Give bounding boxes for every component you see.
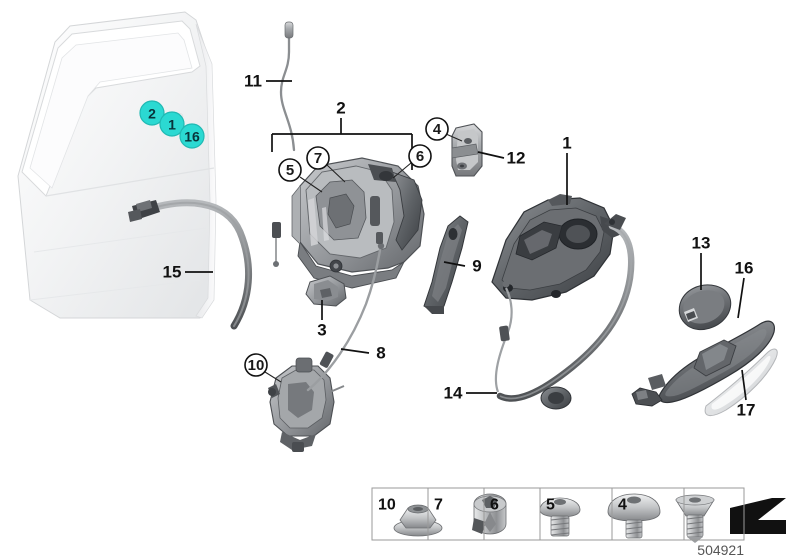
legend-number-10: 10: [378, 497, 396, 514]
part-3-lock-cover-cap: [305, 275, 347, 307]
callout-circle-bg: [306, 146, 330, 170]
legend-numbers: 10 7 6 5 4: [378, 497, 627, 514]
callout-label-1: 1: [562, 134, 571, 153]
highlight-circle-number: 1: [168, 117, 176, 133]
callout-label-2: 2: [336, 99, 345, 118]
part-1-door-handle-carrier: [491, 194, 622, 301]
legend-number-6: 6: [490, 497, 499, 514]
highlighted-callout-1[interactable]: 1: [159, 111, 185, 137]
highlighted-callouts: 21 16: [139, 100, 205, 149]
callout-label-3: 3: [317, 321, 326, 340]
callout-label-11: 11: [244, 72, 262, 91]
part-16-outer-door-handle: [631, 320, 775, 407]
legend-number-5: 5: [546, 497, 555, 514]
part-14-bowden-cable: [494, 214, 635, 410]
legend-number-7: 7: [434, 497, 443, 514]
part-12-striker-plate: [451, 123, 483, 177]
leader-line-9: [443, 261, 466, 267]
leader-line-circled-6: [392, 162, 412, 179]
part-15-wiring-harness-cable: [128, 199, 252, 330]
leader-line-circled-7: [326, 164, 346, 183]
legend-number-4: 4: [618, 497, 627, 514]
leader-lines: [185, 80, 747, 401]
fastener-dome-head-screw: [607, 493, 661, 539]
callout-label-16: 16: [735, 259, 754, 278]
callout-circle-bg: [408, 144, 432, 168]
callout-circle-7: 7: [306, 146, 330, 170]
callout-circle-bg: [244, 353, 268, 377]
highlighted-callout-16[interactable]: 16: [179, 123, 205, 149]
part-11-locking-knob-rod: [279, 21, 296, 152]
part-8-operating-rod: [306, 232, 385, 392]
callout-label-14: 14: [444, 384, 463, 403]
callout-circle-number: 10: [248, 357, 265, 374]
callout-label-12: 12: [507, 149, 526, 168]
callout-label-9: 9: [472, 257, 481, 276]
leader-line-16: [737, 277, 745, 319]
callout-circle-bg: [425, 117, 449, 141]
callout-circle-number: 4: [433, 121, 442, 138]
callout-circle-10: 10: [244, 353, 268, 377]
part-2-door-lock-assembly: [291, 157, 425, 289]
circled-leader-lines: [264, 133, 463, 383]
fastener-countersunk-screw: [675, 494, 715, 543]
callout-circle-4: 4: [425, 117, 449, 141]
highlight-circle-bg: [179, 123, 205, 149]
callout-label-8: 8: [376, 344, 385, 363]
highlight-circle-number: 16: [184, 129, 200, 145]
callout-circle-5: 5: [278, 158, 302, 182]
highlight-circle-bg: [159, 111, 185, 137]
leader-line-circled-10: [264, 371, 282, 383]
leader-line-circled-5: [299, 176, 323, 193]
callout-circle-bg: [278, 158, 302, 182]
rear-door-shell: [17, 11, 217, 319]
highlight-circle-bg: [139, 100, 165, 126]
highlighted-callout-2[interactable]: 2: [139, 100, 165, 126]
part-5-screw-target: [272, 222, 281, 267]
leader-line-17: [741, 369, 747, 401]
callout-label-13: 13: [692, 234, 711, 253]
callout-label-15: 15: [163, 263, 182, 282]
callout-label-17: 17: [737, 401, 756, 420]
callout-circle-6: 6: [408, 144, 432, 168]
leader-line-8: [340, 348, 370, 354]
legend-box: [371, 487, 745, 541]
callout-circle-number: 6: [416, 148, 424, 165]
fastener-torx-pan-screw: [539, 497, 581, 537]
leader-line-circled-4: [445, 133, 463, 142]
leader-line-2: [271, 118, 413, 170]
diagram-id-label: 504921: [697, 542, 744, 558]
leader-line-12: [477, 151, 505, 159]
circled-callouts: 5 7 64 10: [244, 117, 449, 377]
fastener-expanding-nut: [472, 493, 507, 535]
part-17-handle-trim-strip: [704, 348, 778, 416]
callout-circle-number: 5: [286, 162, 294, 179]
part-13-lock-cylinder-cover: [678, 284, 732, 330]
callout-circle-number: 7: [314, 150, 322, 167]
highlight-circle-number: 2: [148, 106, 156, 122]
